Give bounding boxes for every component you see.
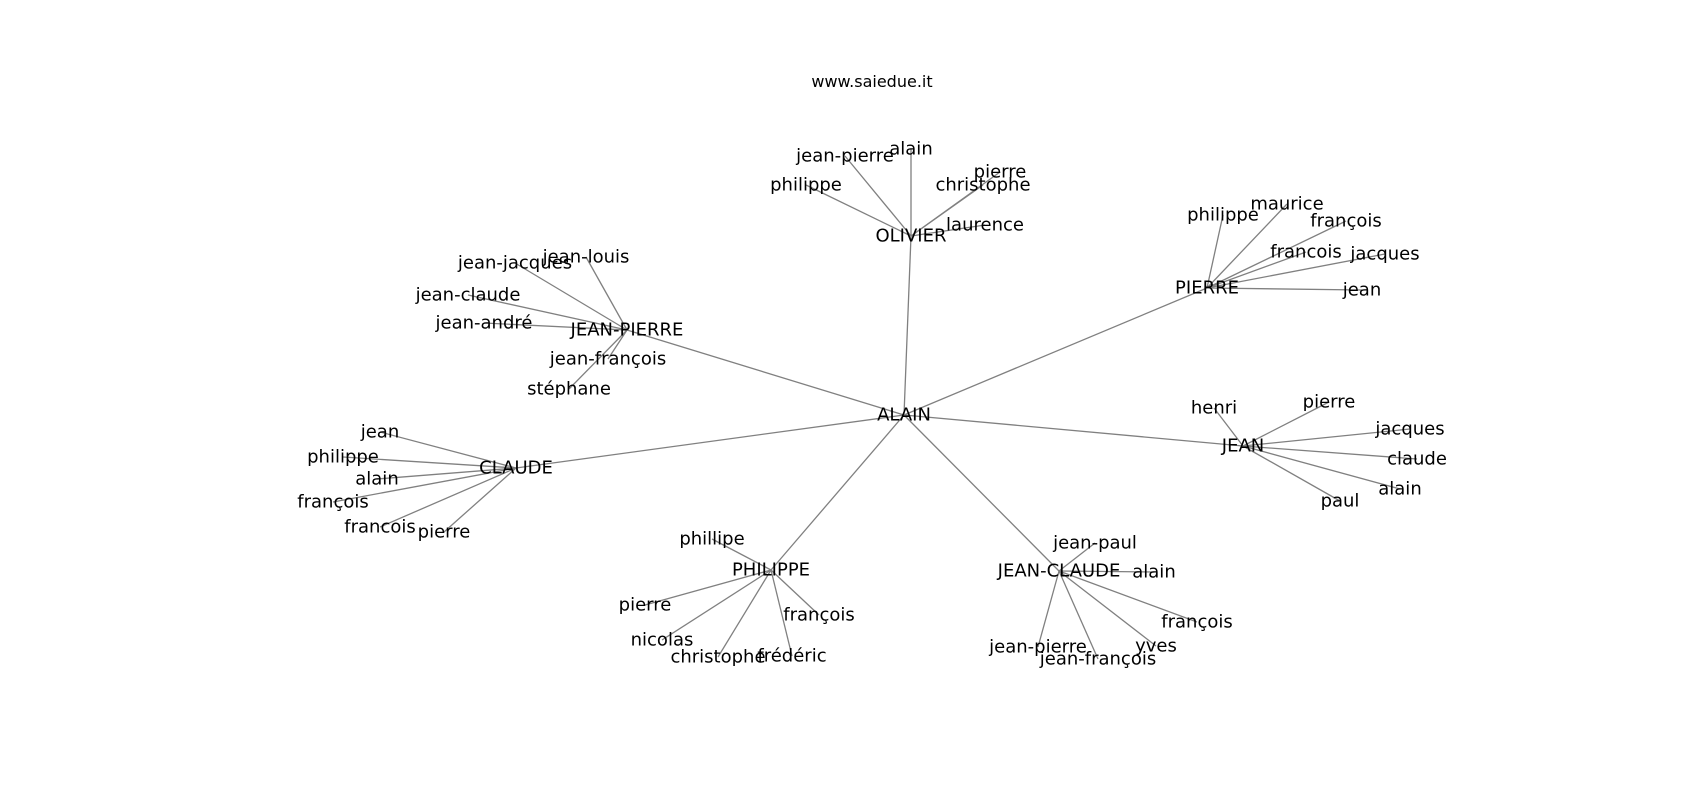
leaf-node-jean-henri: henri <box>1191 398 1237 419</box>
leaf-node-jean-paul: paul <box>1321 491 1360 512</box>
leaf-node-jean-claude-jean-paul: jean-paul <box>1052 533 1137 554</box>
edge-alain-pierre <box>903 287 1208 416</box>
edge-jean-alain <box>1242 445 1401 490</box>
hub-node-jean-claude: JEAN-CLAUDE <box>997 561 1121 582</box>
leaf-node-philippe-pierre: pierre <box>619 595 672 616</box>
leaf-node-jean-pierre: pierre <box>1303 392 1356 413</box>
edge-jean-paul <box>1242 445 1341 502</box>
edge-alain-claude <box>515 414 905 469</box>
leaf-node-pierre-jean: jean <box>1342 280 1382 301</box>
leaf-node-jean-claude: claude <box>1387 449 1447 470</box>
leaf-node-jean-claude-jean-francois: jean-françois <box>1039 649 1156 670</box>
edge-jean-claude <box>1242 445 1418 460</box>
leaf-node-jean-pierre-jean-claude: jean-claude <box>415 285 521 306</box>
edge-claude-pierre <box>443 467 517 533</box>
hub-node-jean-pierre: JEAN-PIERRE <box>570 320 684 341</box>
leaf-node-olivier-christophe: christophe <box>935 175 1030 196</box>
leaf-node-pierre-jacques: jacques <box>1349 244 1419 265</box>
edge-pierre-philippe <box>1206 214 1224 289</box>
leaf-node-claude-philippe: philippe <box>307 447 379 468</box>
edge-olivier-jean-pierre <box>844 155 912 237</box>
edge-alain-jean-claude <box>903 414 1060 572</box>
edge-claude-francois <box>332 467 517 503</box>
hub-node-philippe: PHILIPPE <box>732 560 810 581</box>
edge-claude-francois <box>379 467 517 528</box>
edge-olivier-philippe <box>805 184 912 237</box>
leaf-node-olivier-jean-pierre: jean-pierre <box>795 146 894 167</box>
edge-jean-claude-francois <box>1058 570 1198 623</box>
edge-philippe-pierre <box>644 569 772 606</box>
leaf-node-jean-claude-francois: françois <box>1161 612 1232 633</box>
hub-node-jean: JEAN <box>1221 436 1264 457</box>
root-node-label: ALAIN <box>877 405 931 426</box>
leaf-node-pierre-francois: francois <box>1270 242 1341 263</box>
edge-jean-pierre-jean-andre <box>483 322 628 331</box>
leaf-node-claude-pierre: pierre <box>418 522 471 543</box>
leaf-node-jean-pierre-stephane: stéphane <box>527 379 611 400</box>
edge-jean-henri <box>1213 407 1244 447</box>
leaf-node-pierre-philippe: philippe <box>1187 205 1259 226</box>
edge-jean-pierre-jean-francois <box>607 329 628 360</box>
leaf-node-philippe-nicolas: nicolas <box>631 630 694 651</box>
leaf-node-olivier-laurence: laurence <box>946 215 1024 236</box>
edge-jean-claude-jean-francois <box>1058 570 1099 660</box>
edge-claude-philippe <box>342 456 517 469</box>
leaf-node-jean-claude-alain: alain <box>1132 562 1175 583</box>
edge-jean-claude-jean-pierre <box>1037 570 1060 648</box>
diagram-caption: www.saiedue.it <box>811 72 932 91</box>
edge-philippe-phillipe <box>711 538 772 571</box>
leaf-node-claude-jean: jean <box>360 422 400 443</box>
leaf-node-jean-pierre-jean-jacques: jean-jacques <box>457 253 572 274</box>
edge-pierre-jacques <box>1206 253 1386 289</box>
leaf-node-philippe-francois: françois <box>783 605 854 626</box>
edge-alain-jean-pierre <box>626 329 905 416</box>
edge-jean-claude-yves <box>1058 570 1157 647</box>
leaf-node-jean-pierre-jean-louis: jean-louis <box>542 247 630 268</box>
leaf-node-olivier-alain: alain <box>889 139 932 160</box>
hub-node-claude: CLAUDE <box>479 458 553 479</box>
leaf-node-claude-francois: françois <box>297 492 368 513</box>
leaf-node-olivier-philippe: philippe <box>770 175 842 196</box>
edge-olivier-laurence <box>910 224 986 237</box>
edge-alain-philippe <box>770 414 905 571</box>
leaf-node-jean-pierre-jean-andre: jean-andré <box>435 313 533 334</box>
hub-node-pierre: PIERRE <box>1175 278 1239 299</box>
edge-jean-pierre-jean-claude <box>467 294 628 331</box>
leaf-node-olivier-pierre: pierre <box>974 162 1027 183</box>
edge-jean-pierre-stephane <box>568 329 628 390</box>
leaf-node-pierre-francois: françois <box>1310 211 1381 232</box>
edge-pierre-maurice <box>1206 203 1288 289</box>
leaf-node-jean-jacques: jacques <box>1374 419 1444 440</box>
leaf-node-claude-francois: francois <box>344 517 415 538</box>
edge-pierre-francois <box>1206 251 1307 289</box>
leaf-node-jean-pierre-jean-francois: jean-françois <box>549 349 666 370</box>
edge-jean-claude-jean-paul <box>1058 542 1096 572</box>
edge-philippe-nicolas <box>661 569 772 641</box>
leaf-node-claude-alain: alain <box>355 469 398 490</box>
edge-claude-jean <box>379 431 517 469</box>
edge-jean-pierre <box>1242 401 1330 447</box>
leaf-node-pierre-maurice: maurice <box>1250 194 1323 215</box>
edge-jean-jacques <box>1242 428 1411 447</box>
edge-alain-olivier <box>903 235 912 416</box>
edge-jean-pierre-jean-louis <box>585 256 628 331</box>
leaf-node-jean-alain: alain <box>1378 479 1421 500</box>
edge-philippe-francois <box>770 569 820 616</box>
edge-jean-claude-alain <box>1058 570 1155 573</box>
edge-philippe-frederic <box>770 569 793 657</box>
leaf-node-philippe-christophe: christophe <box>670 647 765 668</box>
leaf-node-philippe-phillipe: phillipe <box>679 529 744 550</box>
edge-philippe-christophe <box>717 569 772 658</box>
edge-alain-jean <box>903 414 1244 447</box>
edge-claude-alain <box>376 467 517 480</box>
leaf-node-jean-claude-yves: yves <box>1135 636 1177 657</box>
leaf-node-jean-claude-jean-pierre: jean-pierre <box>988 637 1087 658</box>
edge-olivier-christophe <box>910 184 984 237</box>
edge-pierre-jean <box>1206 287 1363 291</box>
edge-jean-pierre-jean-jacques <box>514 262 628 331</box>
leaf-node-philippe-frederic: frédéric <box>757 646 826 667</box>
edge-pierre-francois <box>1206 220 1347 289</box>
hub-node-olivier: OLIVIER <box>875 226 946 247</box>
